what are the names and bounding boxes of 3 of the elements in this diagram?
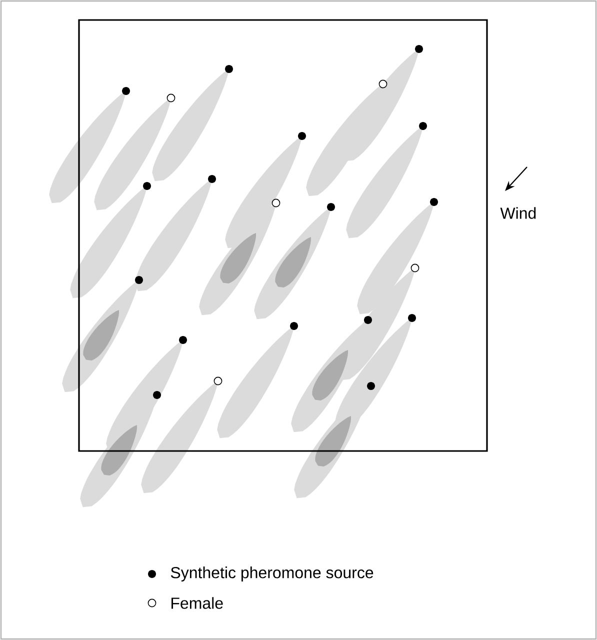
wind-label: Wind [500,207,536,219]
legend-label: Synthetic pheromone source [170,566,374,582]
legend-label: Female [172,597,223,609]
